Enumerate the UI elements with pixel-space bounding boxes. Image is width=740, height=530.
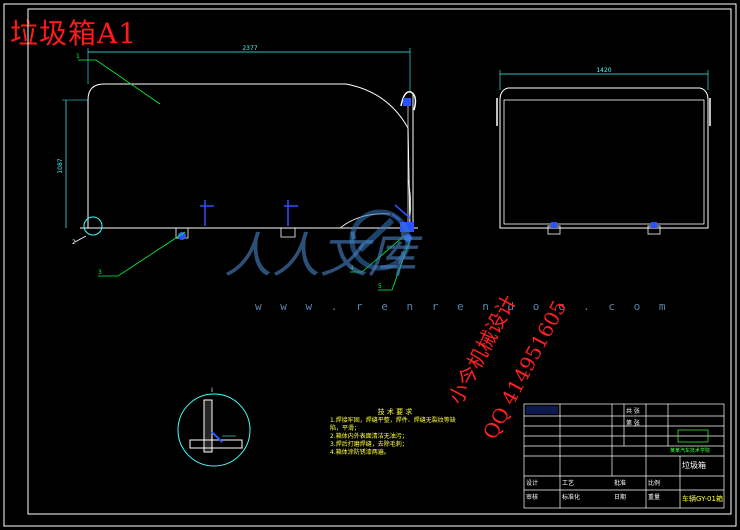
weld-dot-1 (178, 232, 186, 240)
balloon-1: 1 (76, 53, 80, 60)
watermark-url: w w w . r e n r e n d o c . c o m (255, 300, 672, 313)
title-block-label-scale: 比例 (648, 480, 661, 487)
title-block-label-design: 设计 (526, 480, 539, 487)
balloon-2: 2 (72, 239, 76, 246)
weld-symbol-1 (200, 200, 214, 226)
tech-item: 2.箱体内外表面清洁无油污； (330, 433, 408, 440)
front-view-body (87, 83, 411, 229)
tech-item: 3.焊后打磨焊缝，去除毛刺； (330, 441, 408, 448)
title-block-label-standard: 标准化 (562, 494, 581, 501)
foot-2 (280, 227, 296, 238)
side-view (496, 70, 711, 235)
length-dimension-text: 2377 (242, 45, 257, 52)
title-block-label-weight: 重量 (648, 494, 661, 501)
width-dimension-text: 1420 (596, 67, 611, 74)
watermark-logo (349, 209, 411, 271)
rear-arc (407, 179, 412, 216)
side-hooks (496, 98, 711, 126)
technical-requirements: 技 术 要 求 1.焊接牢固，焊缝平整，焊件、焊缝无裂纹等缺陷，平滑； 2.箱体… (330, 408, 460, 457)
detail-weld (211, 431, 223, 443)
title-block-label-process: 工艺 (562, 480, 575, 487)
detail-view-circle (177, 393, 251, 467)
watermark-slash (357, 217, 395, 253)
title-block-label-review: 审核 (526, 494, 539, 501)
weld-symbol-2 (284, 200, 298, 226)
side-view-body (499, 87, 709, 229)
balloon-5: 5 (378, 283, 382, 290)
side-weld-2 (651, 222, 657, 228)
detail-plate-horizontal (189, 439, 243, 449)
tech-heading: 技 术 要 求 (377, 408, 413, 416)
side-weld-1 (551, 222, 557, 228)
detail-plate-vertical (203, 399, 213, 453)
balloon-4: 4 (350, 265, 354, 272)
tech-item: 4.箱体涂防锈漆两遍。 (330, 449, 390, 456)
title-block-school: 某某汽车技术学院 (670, 448, 711, 454)
detail-view-label: I (211, 387, 213, 394)
hook-weld (403, 98, 411, 106)
title-block-label-date: 日期 (614, 494, 627, 501)
watermark-text: 人人文库 (224, 228, 423, 284)
watermark-ring (349, 209, 411, 271)
title-block-green-cell (677, 429, 709, 443)
detail-leader (74, 235, 87, 243)
detail-circle (83, 216, 103, 236)
title-block-label-sheet: 第 张 (626, 420, 640, 427)
side-view-inner (503, 99, 705, 225)
title-block-header-cell (526, 406, 558, 414)
title-block-drawing-number: 车辆GY-01箱 (682, 495, 723, 503)
inner-frame (27, 8, 732, 515)
height-dimension-text: 1087 (57, 158, 64, 173)
detail-view (177, 393, 251, 467)
leader-3 (350, 235, 405, 273)
tech-item: 1.焊接牢固，焊缝平整，焊件、焊缝无裂纹等缺陷，平滑； (330, 417, 456, 432)
title-block-label-approve: 批准 (614, 480, 627, 487)
title-block (523, 403, 725, 509)
outer-frame (3, 3, 737, 527)
balloon-3: 3 (98, 269, 102, 276)
leader-2 (98, 231, 186, 277)
drawing-title: 垃圾箱A1 (10, 17, 138, 50)
title-block-label-sheets: 共 张 (626, 408, 640, 415)
leader-1 (78, 59, 161, 105)
title-block-part-name: 垃圾箱 (682, 461, 706, 470)
